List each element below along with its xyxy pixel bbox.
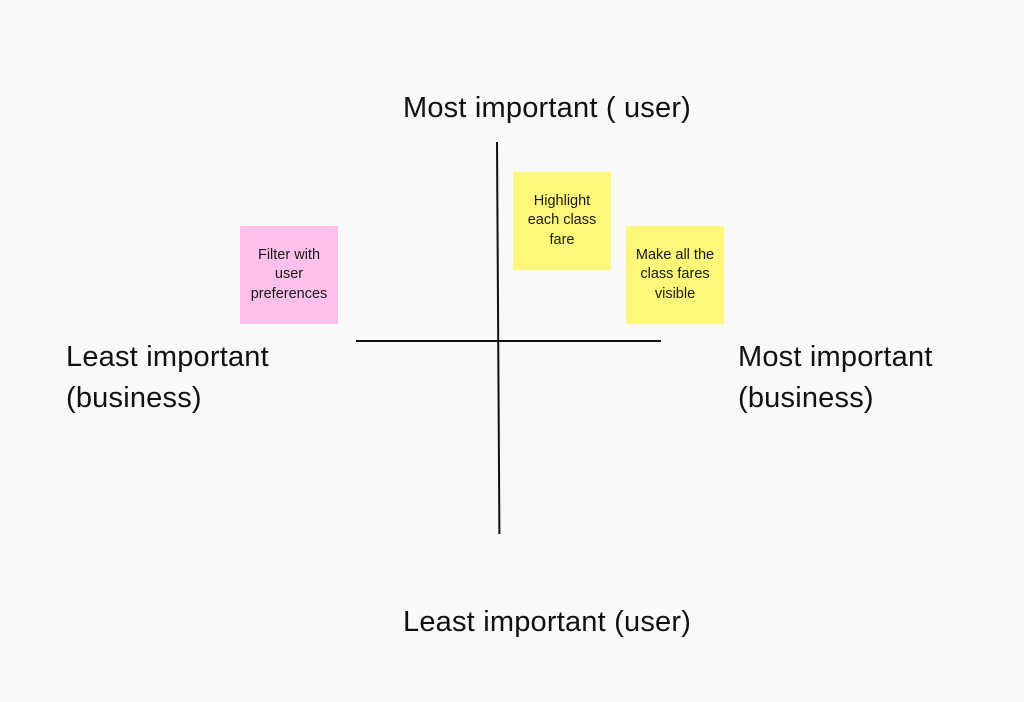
sticky-note-text: Filter with user preferences: [250, 246, 328, 302]
axis-label-top-user-most-important: Most important ( user): [403, 92, 692, 124]
sticky-note-highlight-each-class-fare[interactable]: Highlight each class fare: [513, 172, 611, 270]
sticky-note-text: Highlight each class fare: [527, 192, 597, 248]
axis-label-left-business-least-important: Least important (business): [66, 337, 326, 419]
axis-label-right-line-2: (business): [738, 382, 874, 414]
axis-label-right-business-most-important: Most important (business): [738, 337, 998, 419]
sticky-note-filter-with-user-preferences[interactable]: Filter with user preferences: [240, 226, 338, 324]
axis-label-right-line-1: Most important: [738, 341, 933, 373]
horizontal-axis-line: [356, 340, 661, 342]
sticky-note-make-all-class-fares-visible[interactable]: Make all the class fares visible: [626, 226, 724, 324]
axis-label-bottom-user-least-important: Least important (user): [403, 606, 692, 638]
axis-label-left-line-2: (business): [66, 382, 202, 414]
sticky-note-text: Make all the class fares visible: [635, 246, 715, 302]
axis-label-left-line-1: Least important: [66, 341, 269, 373]
vertical-axis-line: [496, 141, 501, 534]
